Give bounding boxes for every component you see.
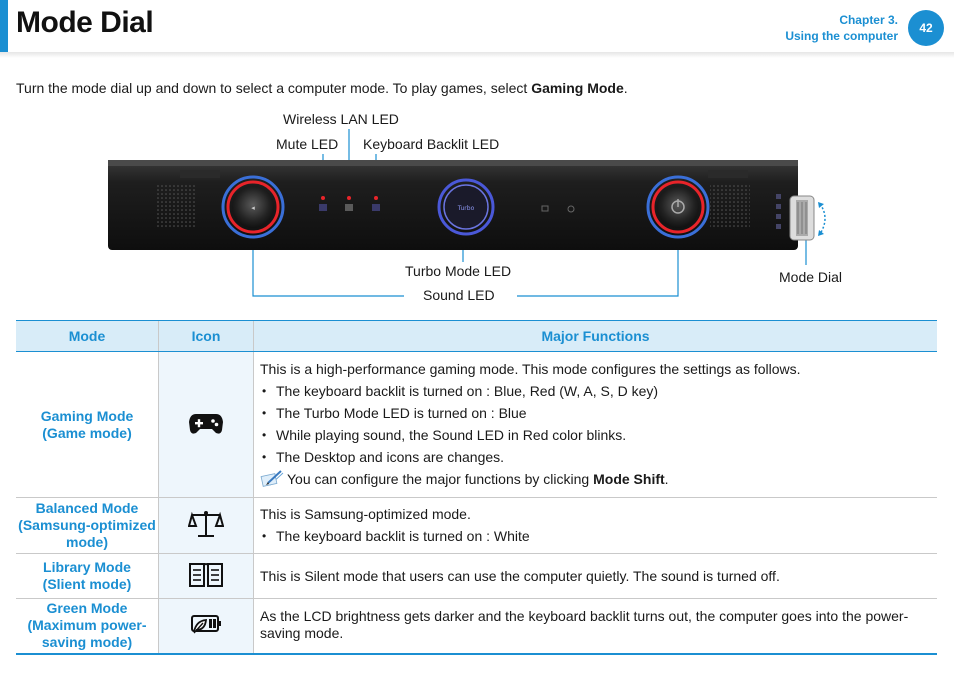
open-book-icon xyxy=(189,562,223,587)
turbo-button: Turbo xyxy=(437,178,495,236)
table-row-green-mode: Green Mode (Maximum power- saving mode) … xyxy=(16,598,937,655)
page-title: Mode Dial xyxy=(16,6,154,39)
laptop-front-panel-illustration: ◂ Turbo xyxy=(108,160,826,250)
mode-name-line: (Maximum power- xyxy=(27,617,147,634)
chapter-label: Chapter 3. Using the computer xyxy=(785,12,898,44)
intro-text: Turn the mode dial up and down to select… xyxy=(16,80,532,96)
note-pencil-icon xyxy=(260,470,284,487)
power-knob xyxy=(646,175,710,239)
table-header-row: Mode Icon Major Functions xyxy=(16,320,937,352)
right-speaker-grille xyxy=(710,185,750,227)
mode-name-line: Library Mode xyxy=(43,559,131,575)
table-row-balanced-mode: Balanced Mode (Samsung-optimized mode) xyxy=(16,497,937,554)
table-row-library-mode: Library Mode (Slient mode) xyxy=(16,553,937,599)
function-bullet: The keyboard backlit is turned on : Blue… xyxy=(260,380,931,402)
note-text: You can configure the major functions by… xyxy=(287,471,594,487)
function-text: This is Silent mode that users can use t… xyxy=(260,567,780,584)
intro-paragraph: Turn the mode dial up and down to select… xyxy=(16,80,628,96)
mode-name-library: Library Mode (Slient mode) xyxy=(16,553,159,599)
header-icon: Icon xyxy=(158,320,254,352)
volume-knob: ◂ xyxy=(221,175,285,239)
function-text: As the LCD brightness gets darker and th… xyxy=(260,608,909,642)
battery-leaf-icon xyxy=(191,615,221,634)
page-number-badge: 42 xyxy=(908,10,944,46)
mode-table: Mode Icon Major Functions Gaming Mode (G… xyxy=(16,320,937,655)
mode-name-line: (Slient mode) xyxy=(42,576,132,592)
mode-name-line: Green Mode xyxy=(46,600,128,617)
svg-text:◂: ◂ xyxy=(251,204,255,212)
label-mode-dial: Mode Dial xyxy=(779,269,843,285)
svg-text:Turbo: Turbo xyxy=(457,205,475,212)
intro-bold: Gaming Mode xyxy=(531,80,624,96)
title-divider xyxy=(0,52,954,58)
mode-dial xyxy=(776,194,826,241)
mode-icon-cell xyxy=(158,351,254,498)
function-intro: This is a high-performance gaming mode. … xyxy=(260,361,801,377)
label-keyboard-backlit-led: Keyboard Backlit LED xyxy=(363,136,500,152)
label-wireless-lan-led: Wireless LAN LED xyxy=(283,111,399,127)
mode-name-line: saving mode) xyxy=(41,634,133,651)
mode-icon-cell xyxy=(158,553,254,599)
mode-name-line: Gaming Mode xyxy=(40,407,134,424)
function-note: You can configure the major functions by… xyxy=(260,468,931,490)
major-functions-balanced: This is Samsung-optimized mode. The keyb… xyxy=(253,497,937,554)
function-bullet: While playing sound, the Sound LED in Re… xyxy=(260,424,931,446)
mode-name-line: mode) xyxy=(66,534,108,550)
note-end: . xyxy=(664,471,669,487)
label-sound-led: Sound LED xyxy=(423,287,495,303)
label-turbo-mode-led: Turbo Mode LED xyxy=(405,263,512,279)
major-functions-gaming: This is a high-performance gaming mode. … xyxy=(253,351,937,498)
left-speaker-grille xyxy=(156,185,196,227)
label-mute-led: Mute LED xyxy=(276,136,339,152)
header-mode: Mode xyxy=(16,320,159,352)
mode-icon-cell xyxy=(158,598,254,655)
mode-name-line: (Samsung-optimized xyxy=(18,517,156,533)
chapter-name: Using the computer xyxy=(785,29,898,43)
intro-end: . xyxy=(623,80,628,96)
chapter-number: Chapter 3. xyxy=(839,13,898,27)
mode-name-balanced: Balanced Mode (Samsung-optimized mode) xyxy=(16,497,159,554)
mode-name-gaming: Gaming Mode (Game mode) xyxy=(16,351,159,498)
mode-icon-cell xyxy=(158,497,254,554)
status-leds xyxy=(319,196,380,211)
table-row-gaming-mode: Gaming Mode (Game mode) This is a high-p… xyxy=(16,351,937,498)
title-accent-bar xyxy=(0,0,8,52)
header-major-functions: Major Functions xyxy=(253,320,937,352)
function-bullet: The Turbo Mode LED is turned on : Blue xyxy=(260,402,931,424)
function-bullet: The keyboard backlit is turned on : Whit… xyxy=(260,525,931,547)
function-bullet: The Desktop and icons are changes. xyxy=(260,446,931,468)
note-bold: Mode Shift xyxy=(593,471,665,487)
mode-name-line: Balanced Mode xyxy=(35,500,139,516)
function-intro: This is Samsung-optimized mode. xyxy=(260,506,471,522)
gamepad-icon xyxy=(189,414,223,434)
mode-name-green: Green Mode (Maximum power- saving mode) xyxy=(16,598,159,655)
mode-name-line: (Game mode) xyxy=(42,424,132,441)
major-functions-library: This is Silent mode that users can use t… xyxy=(253,553,937,599)
major-functions-green: As the LCD brightness gets darker and th… xyxy=(253,598,937,655)
balance-scale-icon xyxy=(187,511,225,537)
